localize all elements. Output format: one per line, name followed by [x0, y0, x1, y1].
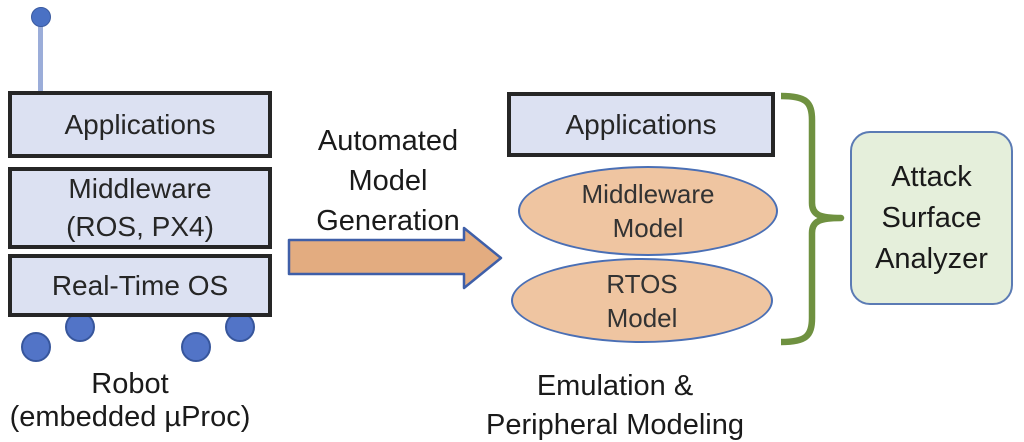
rtos-model-line1: RTOS [606, 268, 678, 299]
robot-layer-middleware-label: Middleware [68, 173, 212, 204]
emulation-layer-applications: Applications [507, 92, 775, 157]
arrow-label-line3: Generation [316, 205, 460, 237]
attack-surface-analyzer-box: Attack Surface Analyzer [850, 131, 1013, 305]
rtos-model-line2: Model [606, 302, 678, 333]
arrow-label-line1: Automated [317, 125, 459, 157]
robot-wheel-icon [181, 332, 211, 362]
middleware-model-ellipse: Middleware Model [518, 166, 778, 256]
analyzer-line1: Attack [891, 160, 972, 193]
robot-wheel-icon [21, 332, 51, 362]
arrow-label-line2: Model [348, 165, 428, 197]
robot-layer-middleware: Middleware (ROS, PX4) [8, 167, 272, 249]
robot-caption-line2: (embedded µProc) [9, 401, 251, 433]
robot-caption-line1: Robot [91, 368, 169, 400]
robot-layer-applications: Applications [8, 91, 272, 158]
robot-layer-middleware-sublabel: (ROS, PX4) [66, 211, 214, 242]
analyzer-line2: Surface [881, 201, 982, 234]
automated-model-generation-label: Automated Model Generation [288, 121, 488, 241]
middleware-model-line1: Middleware [581, 179, 715, 209]
emulation-caption-line1: Emulation & [536, 370, 694, 402]
robot-layer-applications-label: Applications [64, 108, 216, 140]
robot-layer-rtos: Real-Time OS [8, 254, 272, 317]
emulation-caption-line2: Peripheral Modeling [486, 409, 744, 441]
robot-antenna-ball-icon [31, 7, 51, 27]
middleware-model-line2: Model [612, 213, 684, 243]
robot-wheel-icon [225, 312, 255, 342]
robot-caption: Robot (embedded µProc) [0, 368, 260, 434]
grouping-brace-icon [780, 92, 845, 346]
analyzer-line3: Analyzer [875, 242, 988, 275]
emulation-applications-label: Applications [565, 108, 717, 140]
emulation-caption: Emulation & Peripheral Modeling [450, 367, 780, 442]
robot-antenna-stalk [38, 24, 43, 93]
robot-layer-rtos-label: Real-Time OS [51, 269, 229, 301]
rtos-model-ellipse: RTOS Model [511, 258, 773, 343]
